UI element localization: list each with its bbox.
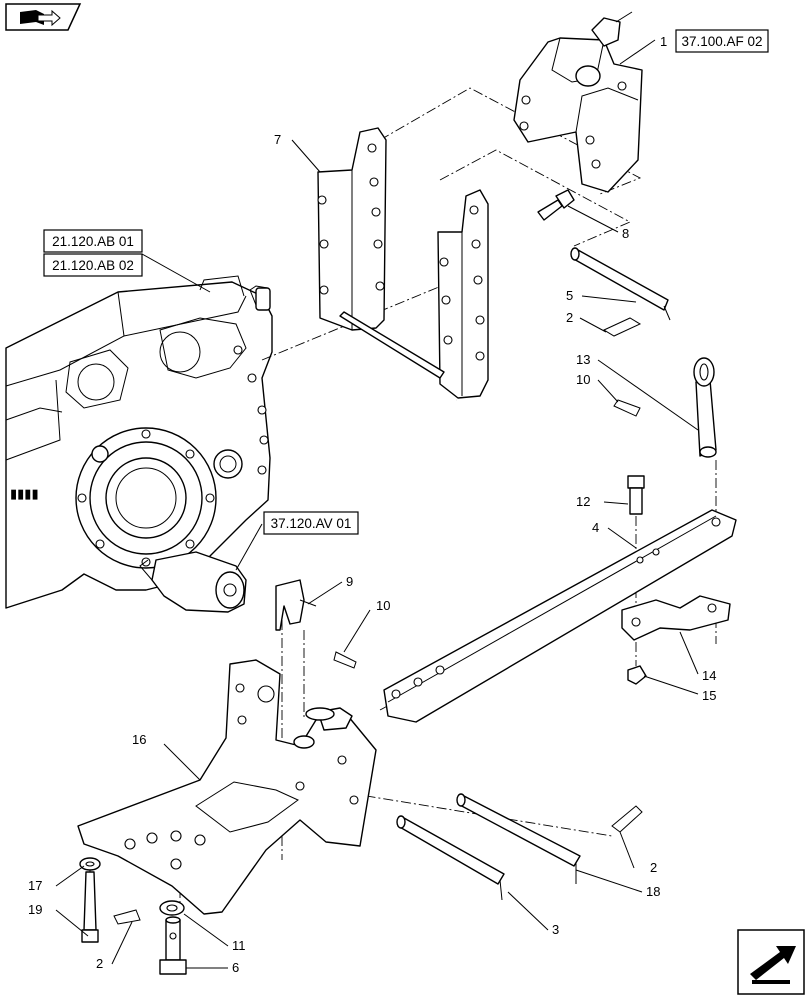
- washer-17: [79, 857, 101, 871]
- svg-text:37.100.AF 02: 37.100.AF 02: [681, 34, 762, 49]
- reference-21-120-ab-01[interactable]: 21.120.AB 01: [43, 229, 143, 253]
- next-page-arrow-icon[interactable]: [737, 929, 805, 995]
- callout-12: 12: [576, 494, 590, 509]
- callout-10-lower: 10: [376, 598, 390, 613]
- callout-16: 16: [132, 732, 146, 747]
- clip-10-lower: [333, 651, 357, 669]
- callout-3: 3: [552, 922, 559, 937]
- callout-14: 14: [702, 668, 716, 683]
- transmission-housing: ▮▮▮▮: [5, 275, 273, 613]
- drawbar-bracket-16: [77, 659, 377, 915]
- linch-pin-upper: [602, 317, 642, 337]
- callout-7: 7: [274, 132, 281, 147]
- svg-text:37.120.AV 01: 37.120.AV 01: [271, 516, 352, 531]
- retaining-pin-13: [693, 357, 717, 458]
- top-link-bracket: [513, 11, 643, 193]
- callout-18: 18: [646, 884, 660, 899]
- clip-10-upper: [613, 399, 641, 417]
- callout-17: 17: [28, 878, 42, 893]
- linch-pin-lower-right: [611, 805, 643, 833]
- callout-19: 19: [28, 902, 42, 917]
- nut-15: [627, 665, 647, 685]
- stabilizer-bar-4: [383, 509, 737, 723]
- svg-text:▮▮▮▮: ▮▮▮▮: [10, 486, 39, 501]
- svg-text:21.120.AB 02: 21.120.AB 02: [52, 258, 134, 273]
- leader-lines: [55, 39, 699, 969]
- callout-2-upper: 2: [566, 310, 573, 325]
- callout-11: 11: [232, 938, 246, 953]
- book-arrow-icon[interactable]: [5, 3, 82, 31]
- callout-10-upper: 10: [576, 372, 590, 387]
- bolt-8: [537, 189, 575, 221]
- bolt-19: [81, 871, 99, 943]
- callout-2-right: 2: [650, 860, 657, 875]
- callout-4: 4: [592, 520, 599, 535]
- callout-13: 13: [576, 352, 590, 367]
- reference-21-120-ab-02[interactable]: 21.120.AB 02: [43, 253, 143, 277]
- callout-2-left: 2: [96, 956, 103, 971]
- pin-5: [570, 247, 671, 321]
- hitch-pin-9: [275, 579, 317, 631]
- bolt-12: [627, 475, 645, 515]
- pin-18: [456, 793, 581, 884]
- pin-6: [159, 916, 187, 975]
- callout-8: 8: [622, 226, 629, 241]
- reference-37-120-av-01[interactable]: 37.120.AV 01: [263, 511, 359, 535]
- pin-3: [396, 815, 505, 901]
- side-plates: [317, 127, 489, 399]
- stabilizer-bracket-14: [621, 595, 731, 641]
- reference-37-100-af-02[interactable]: 37.100.AF 02: [675, 29, 769, 53]
- callout-numbers: 1 7 8 5 2 13 10 12 4 9 10 14 15 16 2 18 …: [28, 34, 716, 975]
- callout-15: 15: [702, 688, 716, 703]
- linch-pin-lower-left: [113, 909, 141, 925]
- callout-5: 5: [566, 288, 573, 303]
- svg-text:21.120.AB 01: 21.120.AB 01: [52, 234, 134, 249]
- callout-1: 1: [660, 34, 667, 49]
- washer-11: [159, 900, 185, 916]
- callout-9: 9: [346, 574, 353, 589]
- callout-6: 6: [232, 960, 239, 975]
